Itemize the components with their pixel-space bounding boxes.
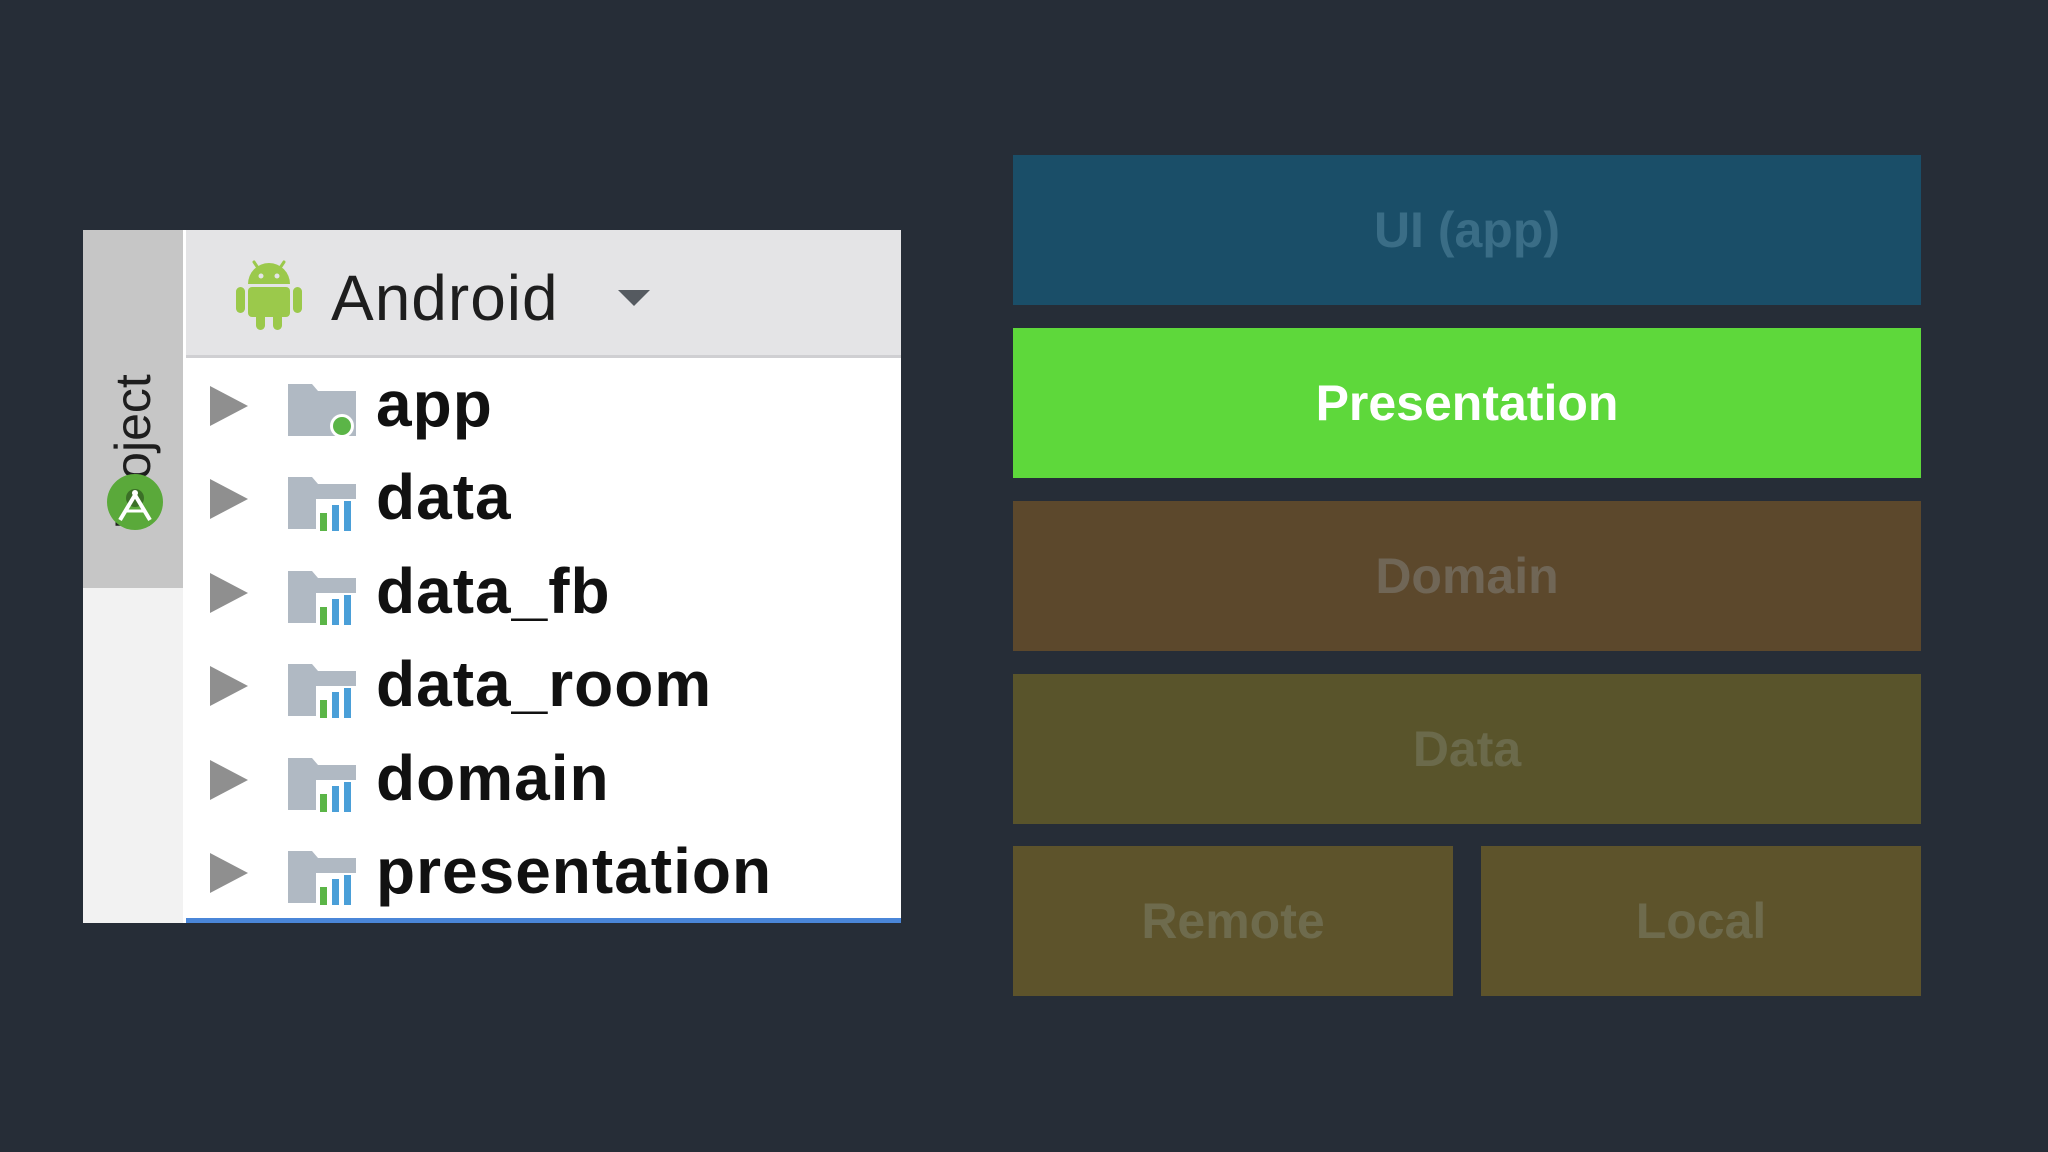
tree-row-data-fb[interactable]: data_fb — [186, 545, 901, 639]
project-view-header[interactable]: Android — [186, 230, 901, 358]
tree-row-data-room[interactable]: data_room — [186, 638, 901, 732]
project-view-selector[interactable]: Android — [331, 262, 559, 334]
project-tool-tab[interactable]: Project — [83, 230, 183, 588]
ui-layer-label: UI (app) — [1373, 202, 1561, 258]
android-studio-icon — [107, 474, 163, 530]
module-label: data_room — [376, 648, 713, 720]
local-layer-label: Local — [1635, 893, 1767, 949]
tree-row-data[interactable]: data — [186, 451, 901, 545]
project-tree: app data data_fb — [186, 358, 901, 923]
domain-layer-label: Domain — [1375, 548, 1559, 604]
module-label: data_fb — [376, 555, 611, 627]
project-panel: Project Android — [83, 230, 901, 923]
presentation-layer-block: Presentation — [1013, 328, 1921, 478]
tree-row-app[interactable]: app — [186, 358, 901, 452]
remote-layer-block: Remote — [1013, 846, 1453, 996]
module-label: app — [376, 368, 493, 440]
dropdown-arrow-icon[interactable] — [616, 288, 652, 308]
android-robot-icon — [236, 260, 302, 330]
library-module-folder-icon — [288, 758, 358, 812]
expand-arrow-icon[interactable] — [208, 664, 250, 708]
library-module-folder-icon — [288, 571, 358, 625]
domain-layer-block: Domain — [1013, 501, 1921, 651]
tree-row-domain[interactable]: domain — [186, 732, 901, 826]
expand-arrow-icon[interactable] — [208, 384, 250, 428]
expand-arrow-icon[interactable] — [208, 571, 250, 615]
ui-layer-block: UI (app) — [1013, 155, 1921, 305]
tree-selection-underline — [186, 918, 901, 923]
expand-arrow-icon[interactable] — [208, 758, 250, 802]
remote-layer-label: Remote — [1141, 893, 1325, 949]
presentation-layer-label: Presentation — [1315, 375, 1619, 431]
module-label: presentation — [376, 835, 773, 907]
library-module-folder-icon — [288, 477, 358, 531]
module-label: domain — [376, 742, 610, 814]
library-module-folder-icon — [288, 851, 358, 905]
app-module-folder-icon — [288, 384, 356, 438]
data-layer-label: Data — [1412, 721, 1522, 777]
data-layer-block: Data — [1013, 674, 1921, 824]
expand-arrow-icon[interactable] — [208, 477, 250, 521]
library-module-folder-icon — [288, 664, 358, 718]
tree-row-presentation[interactable]: presentation — [186, 825, 901, 919]
expand-arrow-icon[interactable] — [208, 851, 250, 895]
local-layer-block: Local — [1481, 846, 1921, 996]
module-label: data — [376, 461, 512, 533]
